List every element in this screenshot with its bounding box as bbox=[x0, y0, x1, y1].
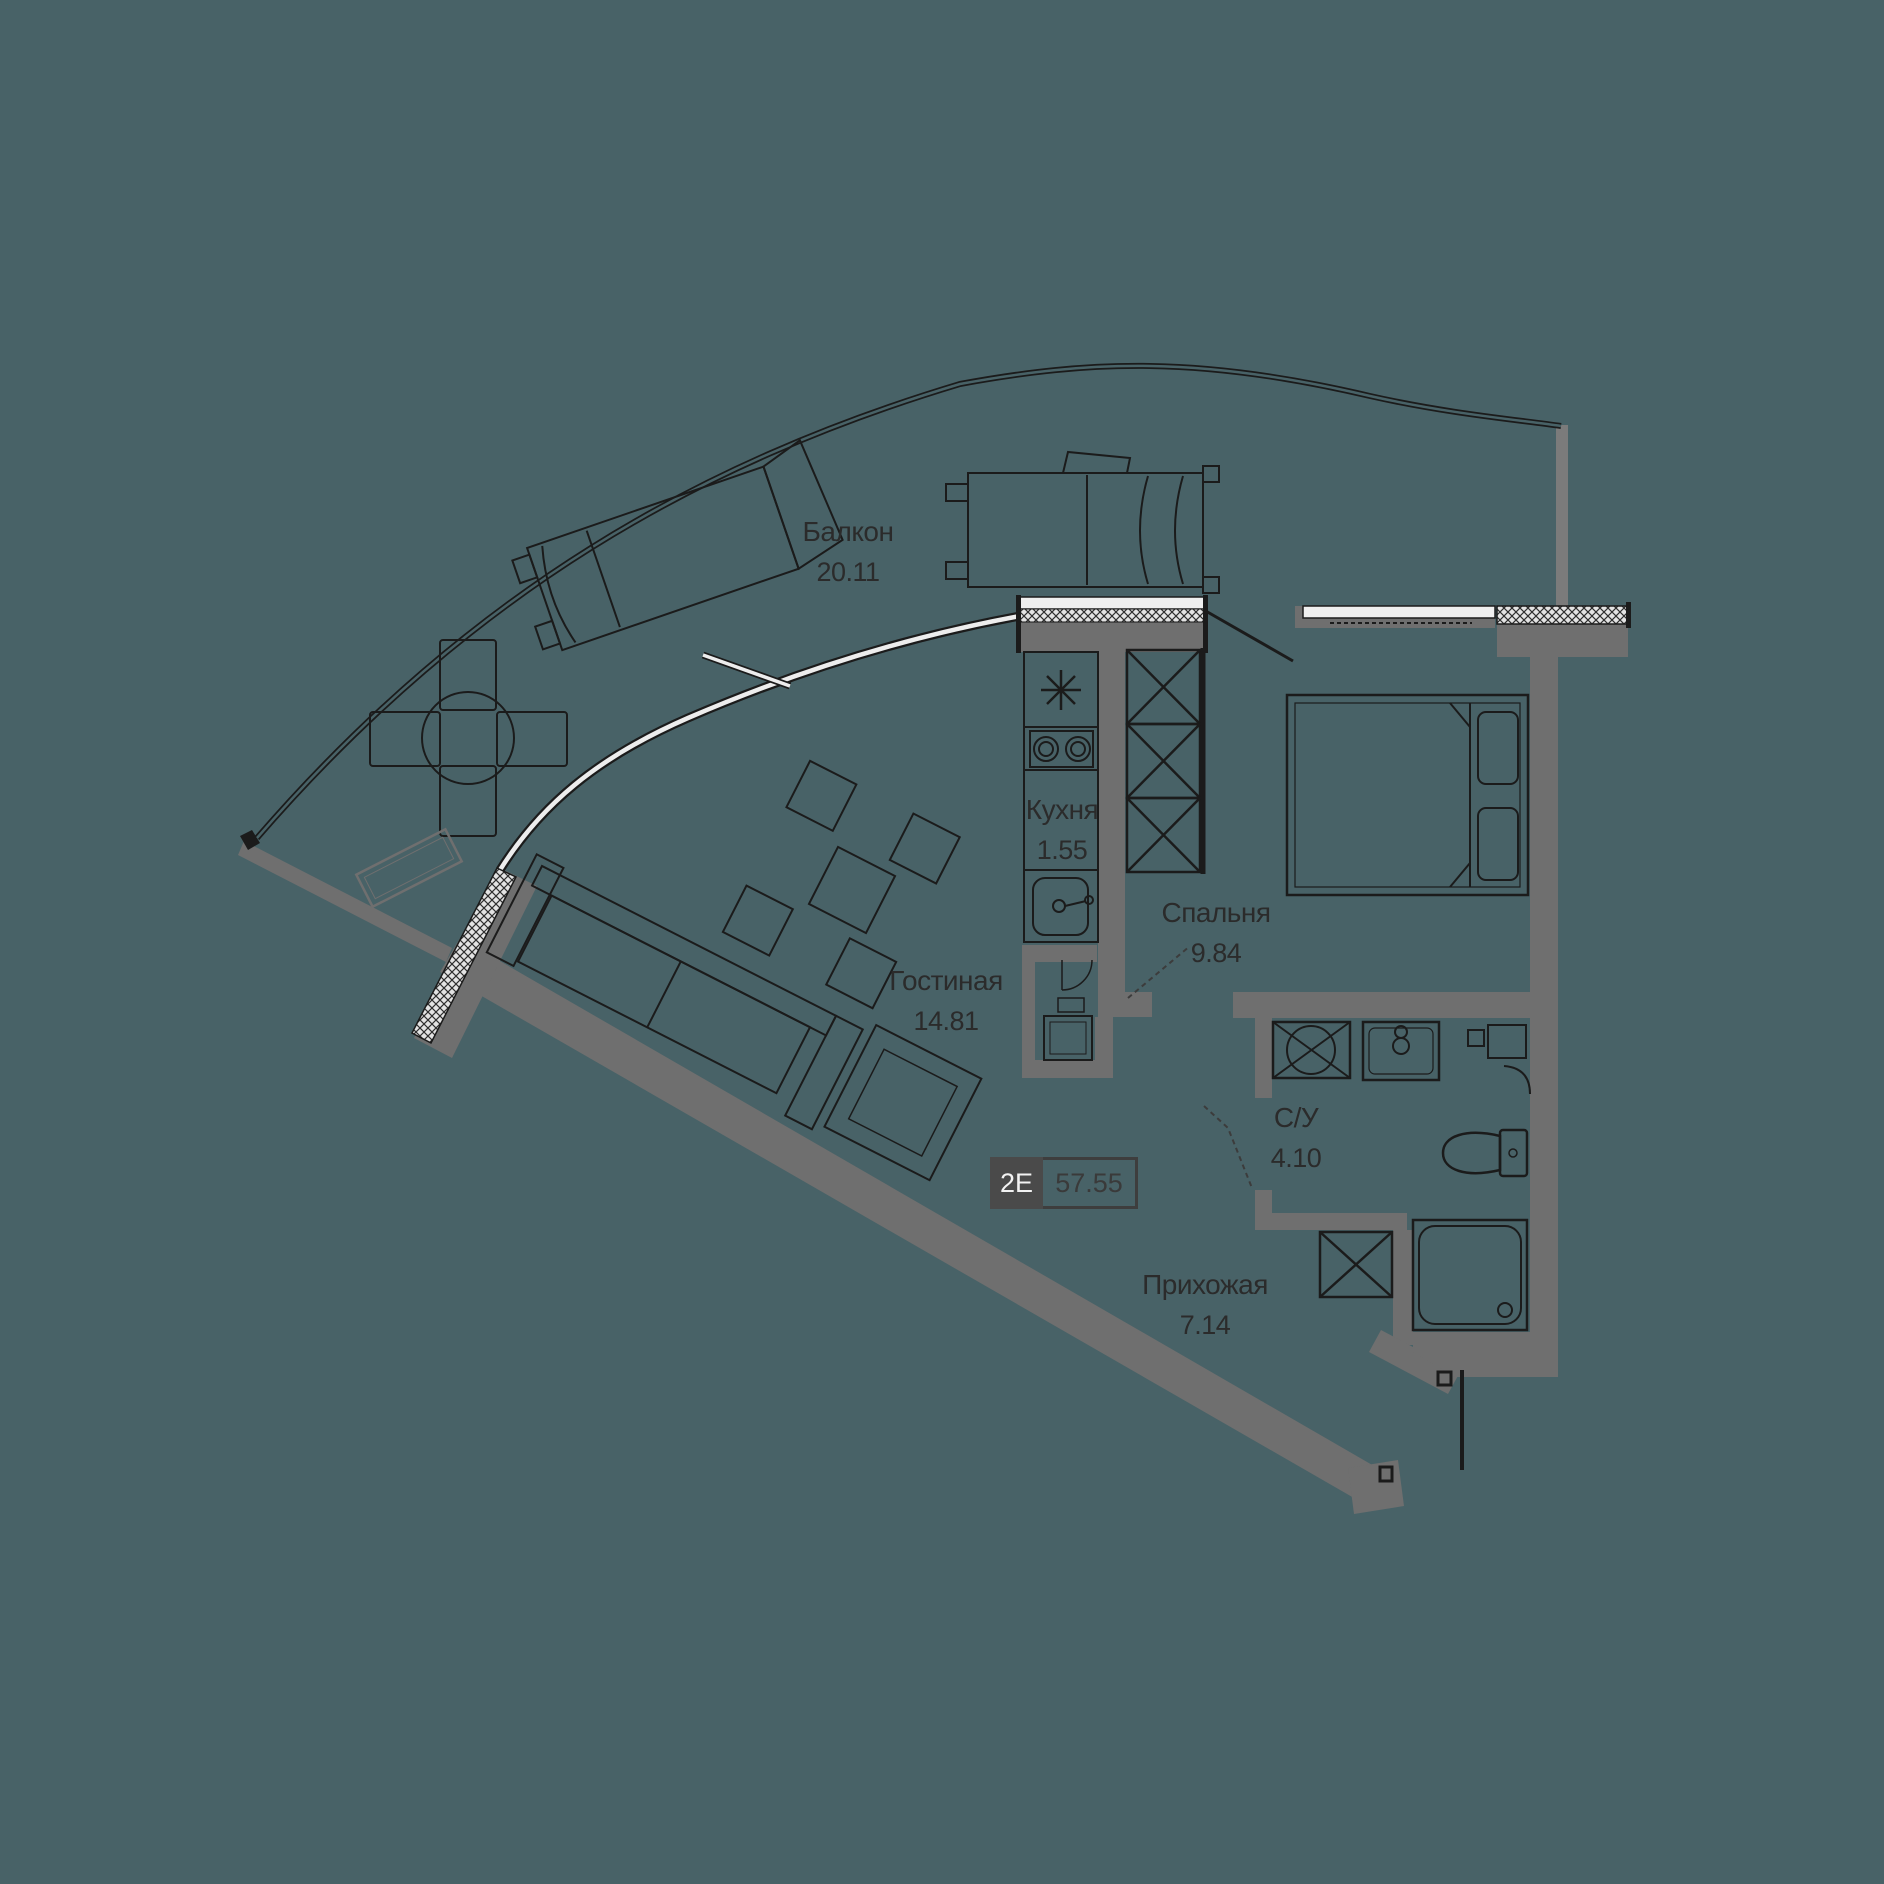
kitchen-window bbox=[1016, 595, 1208, 653]
balcony-table-set bbox=[369, 639, 568, 837]
utility-niche bbox=[1043, 959, 1093, 1061]
entrance-door bbox=[1378, 1370, 1464, 1483]
room-area: 4.10 bbox=[1270, 1143, 1322, 1173]
room-name: Кухня bbox=[1025, 794, 1099, 825]
room-name: Гостиная bbox=[889, 965, 1003, 996]
balcony-outer-wall bbox=[254, 362, 1562, 840]
asterisk-symbol bbox=[1041, 670, 1081, 710]
room-area: 9.84 bbox=[1190, 938, 1242, 968]
room-label-hallway: Прихожая 7.14 bbox=[1142, 1265, 1268, 1345]
interior-walls bbox=[238, 425, 1628, 1514]
room-label-balcony: Балкон 20.11 bbox=[803, 512, 894, 592]
balcony-planter bbox=[354, 827, 464, 909]
room-name: С/У bbox=[1273, 1102, 1319, 1133]
kitchen-counter bbox=[1023, 651, 1099, 943]
room-label-bedroom: Спальня 9.84 bbox=[1161, 893, 1271, 973]
lounge-chair-left bbox=[511, 438, 844, 652]
kitchen-sink-icon bbox=[1032, 877, 1094, 936]
label-leader-lines bbox=[1127, 945, 1253, 1189]
room-name: Спальня bbox=[1161, 897, 1271, 928]
lounge-chair-right bbox=[945, 450, 1220, 594]
stove-icon bbox=[1029, 730, 1094, 768]
bathroom-sink-icon bbox=[1361, 1020, 1441, 1082]
room-label-living: Гостиная 14.81 bbox=[889, 961, 1003, 1041]
balcony-hatched-window bbox=[410, 867, 518, 1045]
unit-badge: 2Е 57.55 bbox=[990, 1157, 1138, 1209]
room-label-bathroom: С/У 4.10 bbox=[1271, 1098, 1322, 1178]
washing-machine-icon bbox=[1271, 1020, 1352, 1080]
dining-table-set bbox=[721, 759, 962, 1010]
unit-total-area: 57.55 bbox=[1043, 1157, 1138, 1209]
armchair bbox=[823, 1023, 983, 1182]
boiler-cabinet bbox=[1467, 1024, 1531, 1095]
parapet-cap bbox=[240, 830, 260, 850]
room-area: 7.14 bbox=[1179, 1310, 1231, 1340]
bed bbox=[1285, 693, 1530, 897]
room-name: Балкон bbox=[802, 516, 894, 547]
wardrobe-bedroom bbox=[1125, 648, 1206, 874]
balcony-partition-line bbox=[1203, 608, 1294, 663]
room-area: 14.81 bbox=[913, 1006, 979, 1036]
room-area: 20.11 bbox=[816, 557, 880, 587]
wardrobe-hallway bbox=[1318, 1230, 1394, 1299]
sofa bbox=[485, 852, 983, 1182]
unit-type-label: 2Е bbox=[990, 1157, 1043, 1209]
room-area: 1.55 bbox=[1036, 835, 1088, 865]
balcony-glazing bbox=[496, 611, 1021, 873]
room-name: Прихожая bbox=[1142, 1269, 1268, 1300]
toilet-icon bbox=[1441, 1128, 1529, 1178]
room-label-kitchen: Кухня 1.55 bbox=[1025, 790, 1099, 870]
bedroom-window bbox=[1302, 602, 1631, 628]
shower-tray bbox=[1411, 1218, 1529, 1332]
